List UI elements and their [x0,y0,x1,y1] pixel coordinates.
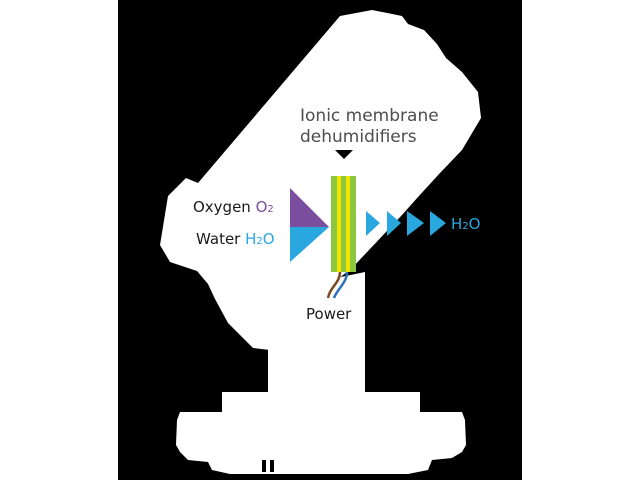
water-subscript: 2 [256,236,263,247]
power-label: Power [306,305,352,323]
base-foot-left [262,460,266,472]
h2o-chevron-icon [430,211,446,236]
water-triangle-icon [290,227,329,262]
oxygen-text: Oxygen [193,198,251,216]
output-subscript: 2 [462,221,469,232]
output-label: H2O [451,217,480,232]
title-line-1: Ionic membrane [300,106,439,126]
wire-blue [332,271,349,299]
output-symbol: H [451,215,463,233]
diagram-title: Ionic membrane dehumidifiers [300,106,470,148]
oxygen-symbol: O [255,198,268,216]
water-label: Water H2O [196,232,275,247]
water-formula: H2O [245,230,274,248]
h2o-chevron-icon [407,211,424,236]
membrane-yellow-left [337,176,341,272]
oxygen-subscript: 2 [267,204,274,215]
membrane-yellow-right [346,176,350,272]
h2o-chevron-icon [387,211,401,236]
oxygen-label: Oxygen O2 [193,200,274,215]
water-symbol-o: O [262,230,275,248]
water-symbol: H [245,230,257,248]
wire-brown [326,271,342,299]
fixture-arm [268,272,365,392]
fixture-base [176,392,466,474]
base-foot-right [270,460,274,472]
down-arrow-icon [335,150,353,159]
water-text: Water [196,230,241,248]
oxygen-triangle-icon [290,188,329,227]
membrane-green [331,176,356,272]
h2o-chevron-icon [366,211,380,236]
title-line-2: dehumidifiers [300,127,417,147]
oxygen-formula: O2 [256,198,274,216]
output-symbol-o: O [468,215,481,233]
fixture-head [160,10,481,350]
